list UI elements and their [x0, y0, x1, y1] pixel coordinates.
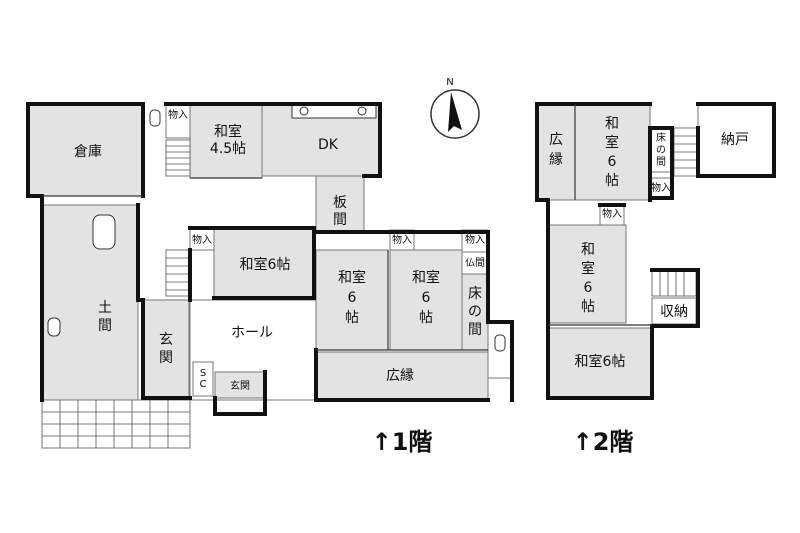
room2-shuno	[651, 297, 697, 325]
room-souko	[27, 103, 144, 197]
room-genkan-small	[214, 371, 266, 399]
bathtub	[92, 214, 116, 250]
label-dk: DK	[318, 137, 339, 153]
room-sc	[192, 361, 214, 397]
label-souko: 倉庫	[74, 143, 102, 160]
stairs-1f-lower	[165, 249, 191, 297]
label2-shuno: 収納	[660, 304, 688, 320]
room-genkan-main	[142, 299, 190, 399]
room-doma	[41, 204, 139, 401]
room-monoire-top	[165, 103, 191, 139]
floor1-label: ↑1階	[372, 428, 433, 456]
label-tokonoma: 床の間	[468, 286, 482, 338]
label2-nando: 納戸	[721, 132, 749, 148]
label-monoire-c2: 物入	[465, 233, 485, 246]
stairs-2f-upper	[673, 127, 699, 177]
label2-tokonoma: 床の間	[656, 131, 666, 168]
stairs-1f-upper	[165, 139, 191, 177]
label2-hiroen: 広縁	[549, 132, 563, 168]
room-tokonoma	[461, 273, 489, 351]
label-hall: ホール	[231, 325, 273, 341]
room2-nando	[697, 103, 775, 177]
stairs-2f-lower	[651, 269, 697, 297]
label-hiroen-1f: 広縁	[386, 368, 414, 384]
north-arrow-icon	[448, 92, 462, 132]
inner-lines-2f	[548, 104, 652, 326]
floor2-label: ↑2階	[573, 428, 634, 456]
label-monoire-c1: 物入	[392, 233, 412, 246]
toilet-west	[47, 317, 61, 337]
compass-rose: N	[430, 77, 480, 139]
label-itama: 板間	[333, 195, 347, 228]
inner-lines-1f	[42, 177, 488, 351]
room-washitsu6-west	[213, 227, 315, 299]
compass-north-label: N	[446, 77, 453, 88]
sink	[299, 106, 309, 116]
label2-monoire-a: 物入	[651, 181, 671, 194]
room-washitsu6-c2	[389, 249, 463, 351]
walls-2f	[535, 102, 776, 400]
label2-monoire-b: 物入	[602, 207, 622, 220]
label-genkan-main: 玄関	[159, 331, 173, 366]
room2-hiroen	[536, 103, 576, 201]
terrace-grid	[42, 400, 190, 448]
room2-washitsu-mid	[547, 224, 627, 324]
label-washitsu6-west: 和室6帖	[240, 256, 291, 273]
stove	[357, 106, 367, 116]
label2-washitsu-bottom: 和室6帖	[575, 353, 626, 370]
label-monoire-mid: 物入	[192, 233, 212, 246]
label-monoire-top: 物入	[168, 108, 188, 121]
label-doma: 土間	[98, 300, 112, 334]
label-butsuma: 仏間	[465, 257, 485, 269]
toilet-east	[494, 334, 506, 352]
toilet-top	[149, 109, 161, 127]
walls-1f	[26, 102, 514, 416]
label-genkan-small: 玄関	[230, 379, 250, 392]
